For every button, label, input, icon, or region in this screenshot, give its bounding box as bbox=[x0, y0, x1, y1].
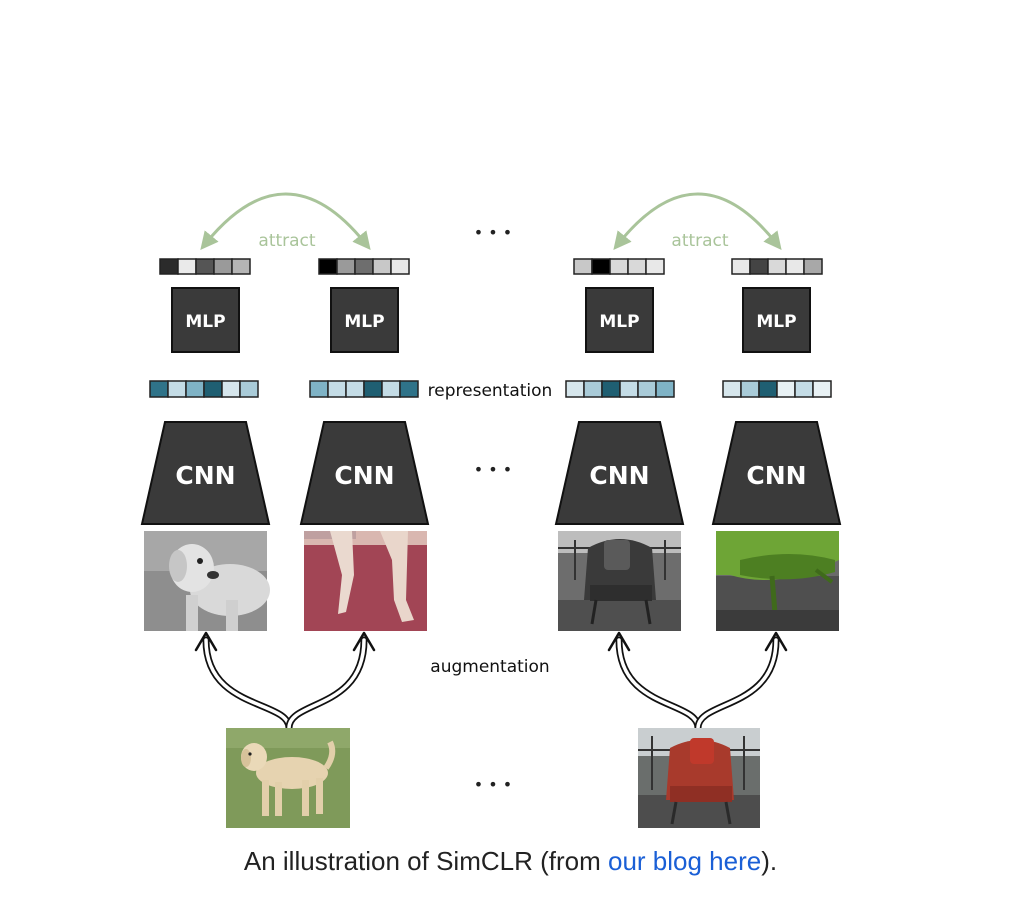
cnn-encoder-4: CNN bbox=[711, 421, 842, 525]
caption-suffix: ). bbox=[761, 846, 778, 876]
cnn-encoder-2: CNN bbox=[299, 421, 430, 525]
mlp-label-2: MLP bbox=[344, 312, 384, 332]
projection-vector-3 bbox=[573, 258, 665, 275]
augmentation-arrows-left bbox=[194, 631, 376, 732]
augmented-image-grayscale-dog bbox=[144, 531, 270, 631]
cnn-encoder-3: CNN bbox=[554, 421, 685, 525]
attract-arrow-left bbox=[200, 192, 371, 251]
original-image-dog bbox=[226, 728, 350, 828]
cnn-label-3: CNN bbox=[589, 461, 649, 490]
attract-label-left: attract bbox=[258, 231, 316, 251]
cnn-encoder-1: CNN bbox=[140, 421, 271, 525]
ellipsis-top: • • • bbox=[474, 223, 512, 242]
original-image-chair bbox=[638, 728, 760, 828]
attract-arrow-right bbox=[613, 192, 782, 251]
mlp-block-4: MLP bbox=[742, 287, 811, 353]
augmentation-arrows-right bbox=[607, 631, 788, 732]
caption-prefix: An illustration of SimCLR (from bbox=[243, 846, 608, 876]
mlp-block-1: MLP bbox=[171, 287, 240, 353]
representation-vector-1 bbox=[149, 380, 259, 398]
augmented-image-red-dog-legs bbox=[304, 531, 427, 631]
ellipsis-bottom: • • • bbox=[474, 775, 512, 794]
projection-vector-2 bbox=[318, 258, 410, 275]
blog-link[interactable]: our blog here bbox=[607, 846, 762, 876]
mlp-block-2: MLP bbox=[330, 287, 399, 353]
projection-vector-4 bbox=[731, 258, 823, 275]
cnn-label-2: CNN bbox=[334, 461, 394, 490]
augmentation-label: augmentation bbox=[430, 657, 549, 677]
representation-vector-3 bbox=[565, 380, 675, 398]
mlp-block-3: MLP bbox=[585, 287, 654, 353]
attract-label-right: attract bbox=[671, 231, 729, 251]
augmented-image-green-chair bbox=[716, 531, 839, 631]
projection-vector-1 bbox=[159, 258, 251, 275]
mlp-label-4: MLP bbox=[756, 312, 796, 332]
representation-vector-4 bbox=[722, 380, 832, 398]
cnn-label-1: CNN bbox=[175, 461, 235, 490]
cnn-label-4: CNN bbox=[746, 461, 806, 490]
augmented-image-grayscale-chair bbox=[558, 531, 681, 631]
figure-caption: An illustration of SimCLR (from our blog… bbox=[0, 846, 1021, 877]
representation-label: representation bbox=[428, 381, 553, 401]
representation-vector-2 bbox=[309, 380, 419, 398]
mlp-label-3: MLP bbox=[599, 312, 639, 332]
ellipsis-middle: • • • bbox=[474, 460, 512, 479]
mlp-label-1: MLP bbox=[185, 312, 225, 332]
